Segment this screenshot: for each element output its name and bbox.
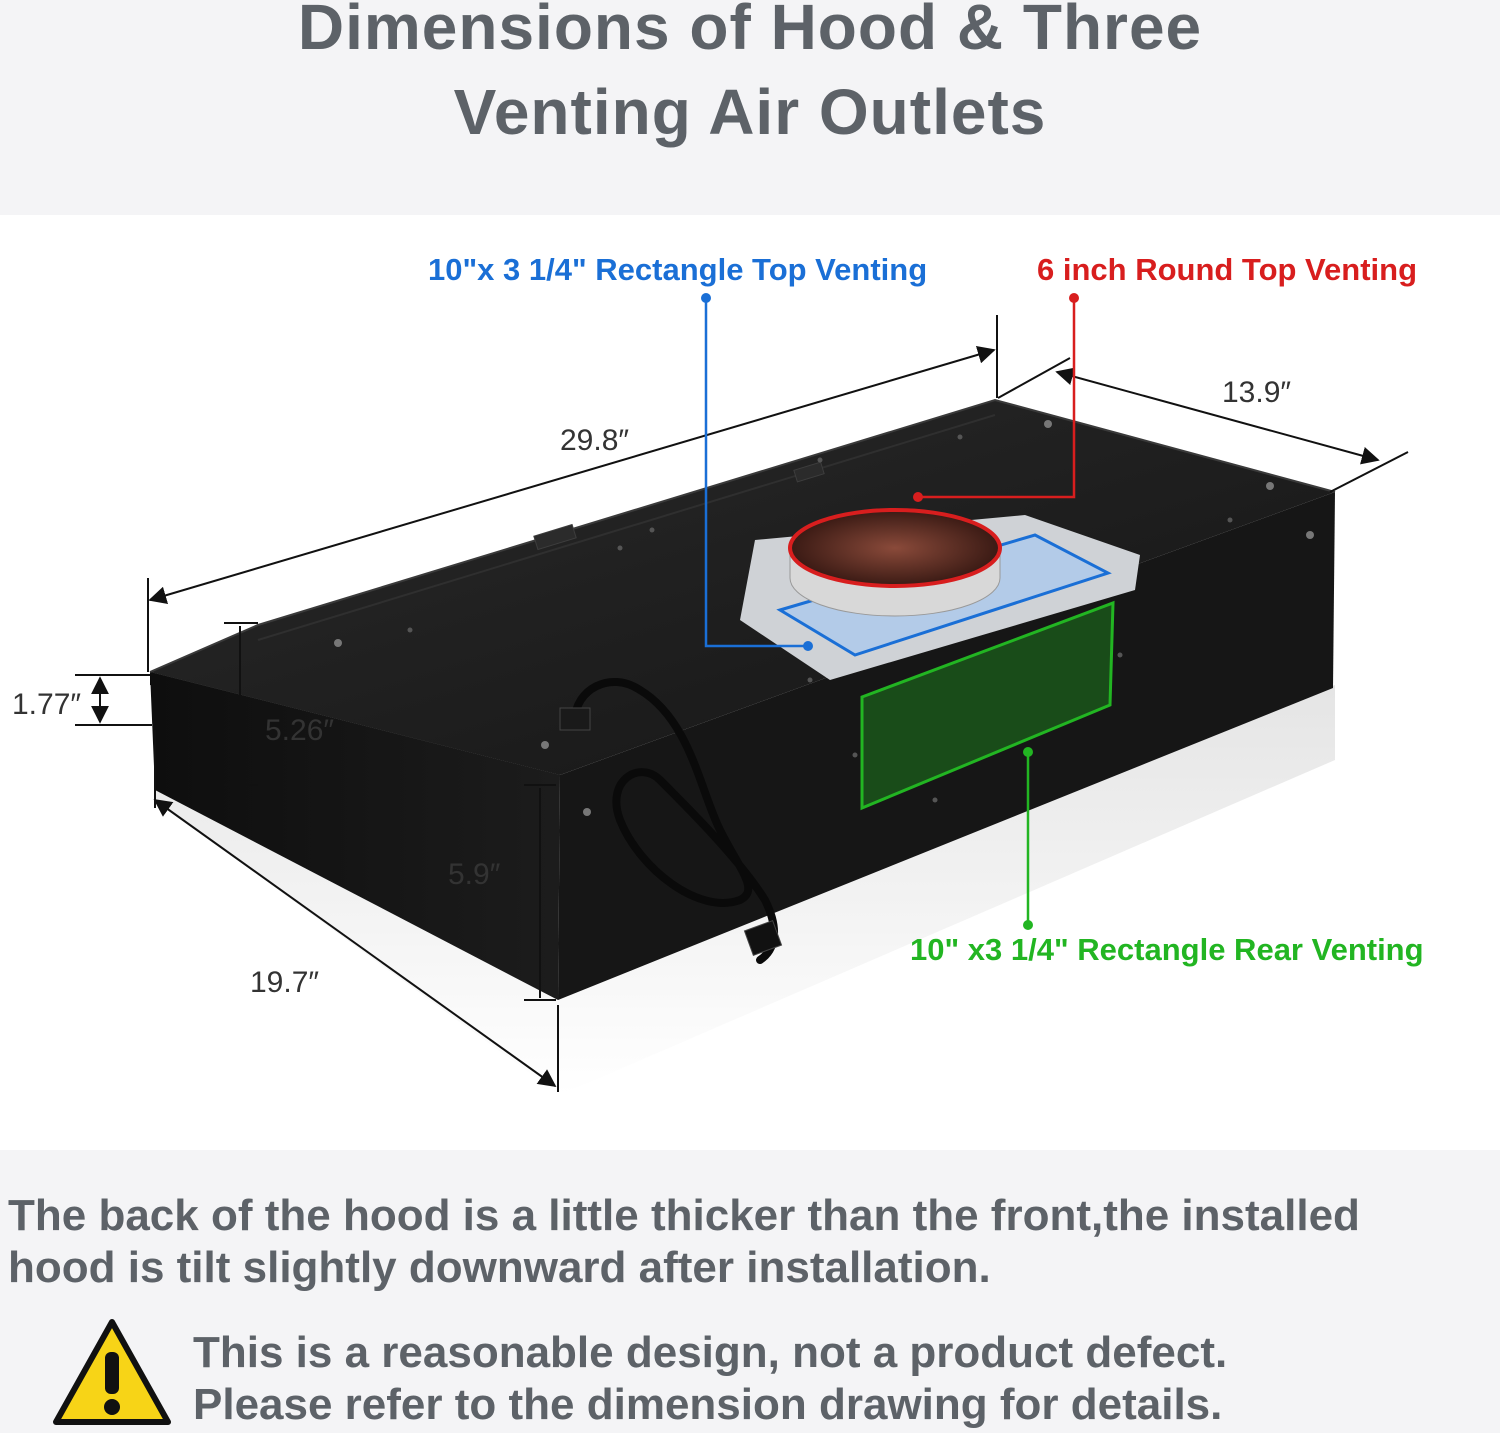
round-vent-collar [788,508,1002,617]
front-height-dimension-label: 5.26″ [265,714,334,747]
rect-top-vent-label: 10"x 3 1/4" Rectangle Top Venting [428,252,927,287]
round-top-vent-label: 6 inch Round Top Venting [1037,252,1417,287]
back-height-dimension-label: 5.9″ [448,858,501,891]
page-title-line2: Venting Air Outlets [453,76,1047,148]
page-title-line1: Dimensions of Hood & Three [297,0,1203,63]
warning-icon [53,1319,171,1425]
power-cord [571,677,779,964]
depth-top-dimension-label: 13.9″ [1222,376,1291,409]
thickness-note-line2: hood is tilt slightly downward after ins… [8,1243,991,1292]
warning-text-line1: This is a reasonable design, not a produ… [193,1328,1228,1377]
thickness-note-line1: The back of the hood is a little thicker… [8,1191,1360,1240]
keyhole-mounts [334,420,1314,816]
rect-rear-leader [1023,747,1033,930]
dimension-lines [75,315,1409,1092]
power-plug [743,920,783,956]
depth-bottom-dimension-label: 19.7″ [250,966,319,999]
front-edge-dimension-label: 1.77″ [12,688,81,721]
header-band [0,0,1500,215]
rect-rear-vent-label: 10" x3 1/4" Rectangle Rear Venting [910,932,1424,967]
width-dimension-label: 29.8″ [560,424,629,457]
round-top-leader [913,293,1079,502]
rect-top-leader [701,293,813,651]
cord-strain-relief [559,707,591,731]
rect-rear-vent-area [860,600,1115,811]
warning-text-line2: Please refer to the dimension drawing fo… [193,1380,1223,1429]
footer-band [0,1150,1500,1433]
hood-dimension-diagram: 29.8″ 13.9″ 1.77″ 5.26″ 5.9″ 19.7″ 10"x … [12,252,1424,1095]
